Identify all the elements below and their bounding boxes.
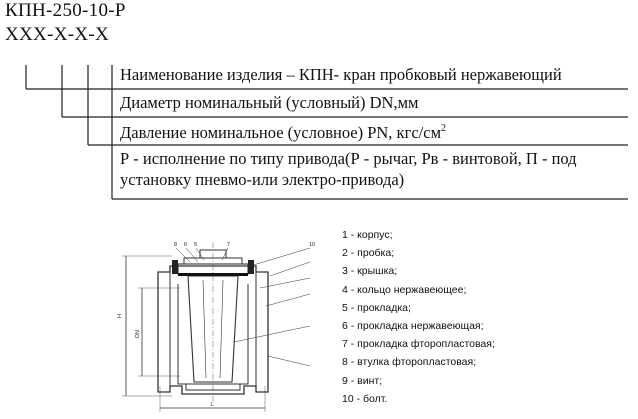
left-flange xyxy=(157,271,171,393)
right-flange xyxy=(255,271,269,393)
legend-item: 6 - прокладка нержавеющая; xyxy=(342,320,484,333)
callout-7: 7 xyxy=(227,242,230,248)
legend-item: 9 - винт; xyxy=(342,374,383,387)
row-nominal-pressure-text: Давление номинальное (условное) PN, кгс/… xyxy=(120,123,442,142)
callout-leader-e xyxy=(267,355,311,367)
callout-6: 6 xyxy=(184,242,187,248)
callout-10: 10 xyxy=(309,242,315,248)
plug-port-left xyxy=(202,279,207,379)
callout-5: 5 xyxy=(194,242,197,248)
callout-leader-5 xyxy=(195,247,205,261)
legend-item: 3 - крышка; xyxy=(342,265,398,278)
dim-label-h: H xyxy=(117,314,123,318)
legend-item: 5 - прокладка; xyxy=(342,301,411,314)
bolt-right xyxy=(248,260,254,274)
callout-leader-d xyxy=(233,325,311,343)
legend-item: 8 - втулка фторопластовая; xyxy=(342,356,477,369)
superscript: 2 xyxy=(441,123,447,134)
legend-item: 1 - корпус; xyxy=(342,229,393,241)
valve-drawing: 8 6 5 7 10 H DN L xyxy=(117,242,315,412)
legend-item: 10 - болт. xyxy=(342,392,388,405)
row-nominal-pressure: Давление номинальное (условное) PN, кгс/… xyxy=(120,119,446,143)
plug-port-right xyxy=(219,279,224,379)
callout-leader-b xyxy=(259,277,311,289)
parts-legend: 1 - корпус; 2 - пробка; 3 - крышка; 4 - … xyxy=(342,226,495,408)
row-nominal-diameter: Диаметр номинальный (условный) DN,мм xyxy=(120,93,419,112)
gasket xyxy=(178,273,248,276)
callout-8: 8 xyxy=(174,242,177,248)
legend-item: 7 - прокладка фторопластовая; xyxy=(342,338,495,351)
callout-leader-8 xyxy=(175,247,191,263)
legend-item: 2 - пробка; xyxy=(342,247,395,260)
product-code: КПН-250-10-Р xyxy=(5,0,126,21)
inner-bore xyxy=(177,284,249,385)
row-actuator-line2: установку пневмо-или электро-привода) xyxy=(120,170,405,189)
callout-leader-10 xyxy=(249,247,311,267)
dim-label-l: L xyxy=(211,402,214,408)
callout-leader-a xyxy=(269,261,311,277)
row-product-name: Наименование изделия – КПН- кран пробков… xyxy=(120,65,562,84)
callout-leader-7 xyxy=(221,247,229,261)
legend-item: 4 - кольцо нержавеющее; xyxy=(342,283,467,296)
callout-leader-6 xyxy=(185,247,199,263)
code-pattern: XXX-X-X-X xyxy=(5,24,110,45)
callout-leader-c xyxy=(265,293,311,307)
dim-label-dn: DN xyxy=(135,330,141,338)
row-actuator-line1: Р - исполнение по типу привода(Р - рычаг… xyxy=(120,149,577,168)
bolt-left xyxy=(172,260,178,274)
